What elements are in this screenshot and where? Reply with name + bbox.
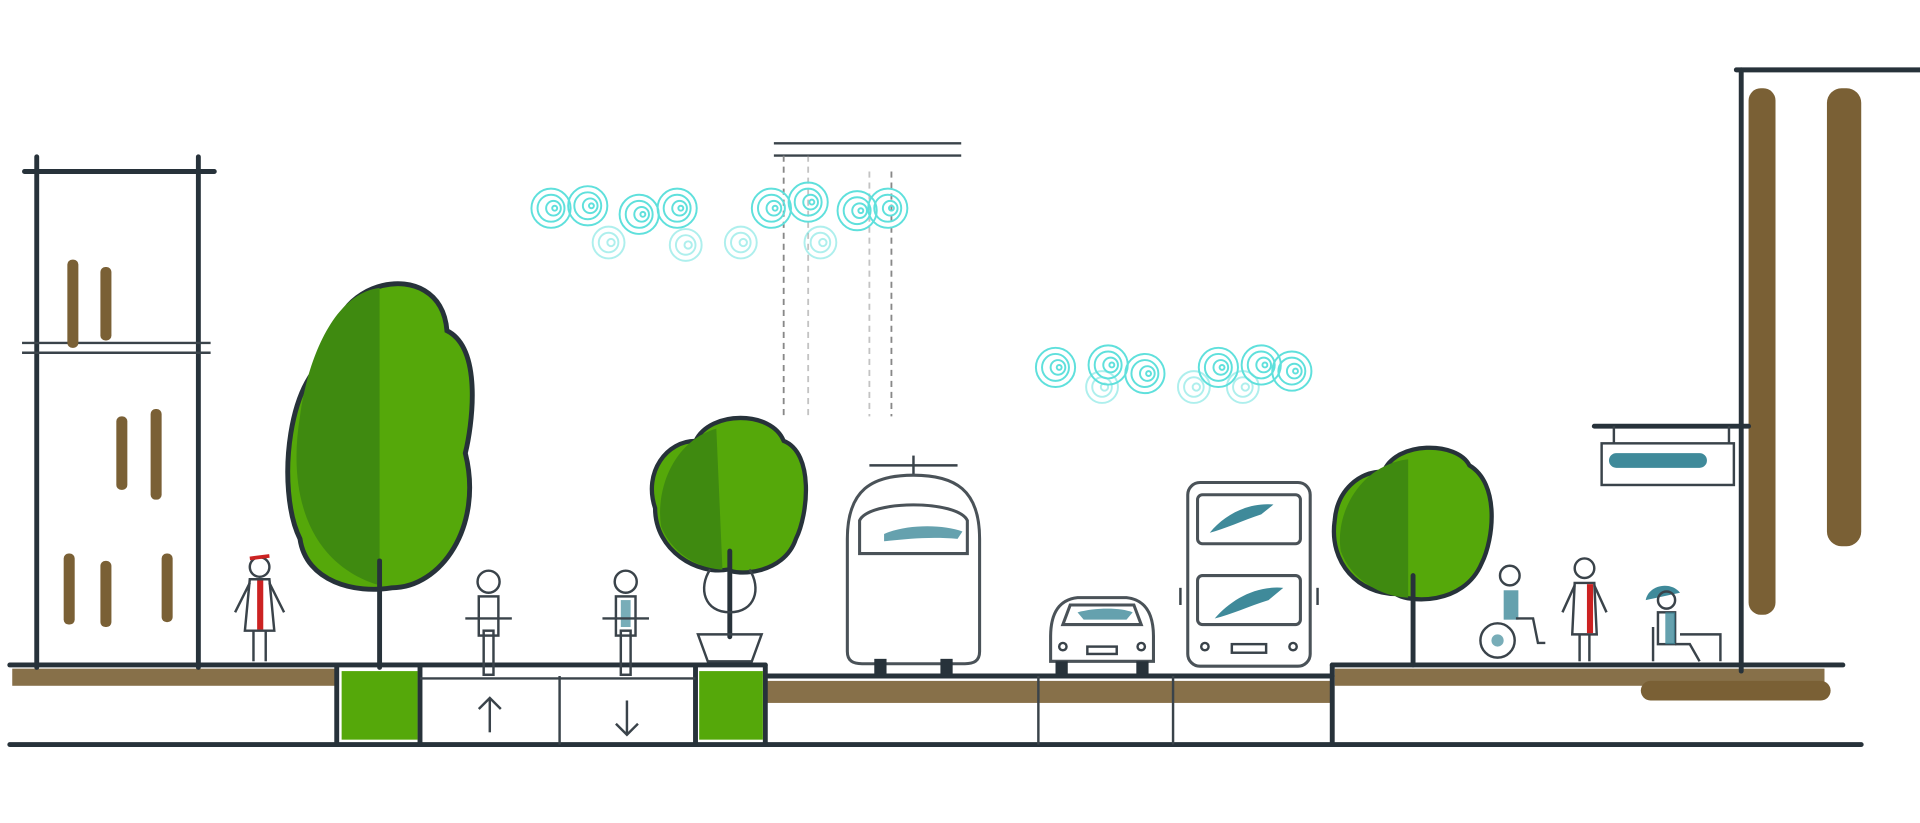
left-sidewalk-earth (12, 668, 337, 686)
wheelchair-icon (1479, 564, 1546, 659)
arrow-up-icon (477, 696, 502, 733)
cyclist-icon-2 (602, 569, 649, 676)
right-building (1733, 67, 1920, 674)
road-earth (765, 680, 1333, 703)
tram-icon (845, 455, 982, 676)
shop-sign (1591, 423, 1752, 487)
left-building (22, 154, 217, 670)
arrow-down-icon (615, 700, 639, 737)
car-icon (1049, 596, 1155, 674)
planter-middle (699, 671, 763, 740)
planter-left (341, 671, 418, 740)
tree-icon-medium (649, 415, 809, 663)
seated-person-icon (1645, 585, 1722, 662)
pedestrian-icon-right (1561, 557, 1608, 662)
air-swirls-lower (1034, 344, 1313, 404)
tree-icon-right (1331, 445, 1494, 668)
overhead-wires (773, 142, 962, 417)
cyclist-icon-1 (465, 569, 512, 676)
tree-icon-large (285, 281, 475, 670)
air-swirls-upper (530, 181, 909, 262)
bus-icon (1179, 480, 1319, 668)
ground (7, 662, 1864, 748)
right-earth-extension (1640, 680, 1831, 701)
pedestrian-icon-left (234, 554, 286, 662)
